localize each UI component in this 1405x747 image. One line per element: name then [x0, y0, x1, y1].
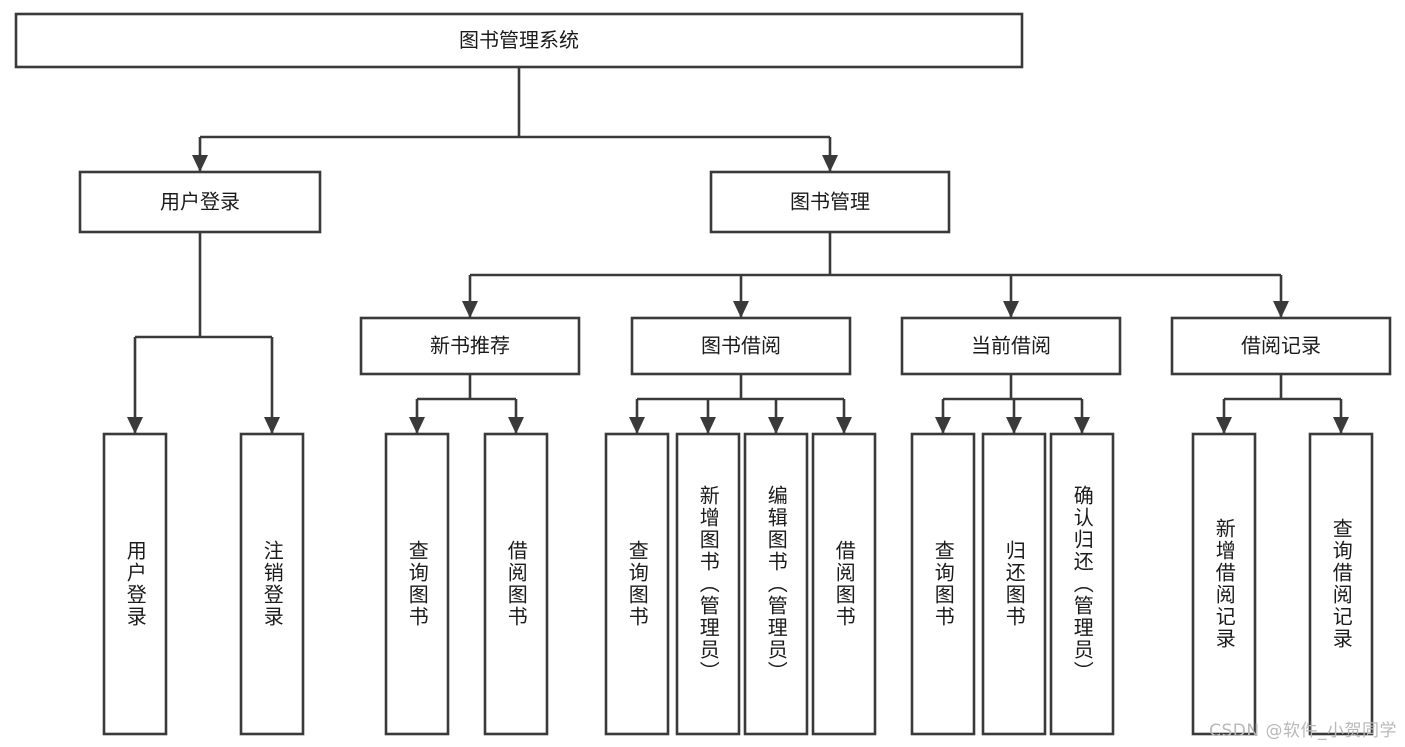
node-label-leaf-user-logout: 注销登录	[260, 540, 285, 628]
arrow-head-icon	[733, 301, 749, 318]
node-box-leaf-add-book[interactable]	[675, 432, 741, 736]
node-box-book-management[interactable]	[709, 170, 951, 234]
node-label-book-borrow: 图书借阅	[701, 334, 781, 358]
arrow-head-icon	[836, 417, 852, 434]
arrow-head-icon	[1074, 417, 1090, 434]
csdn-watermark: CSDN @软件_小贺同学	[1209, 721, 1397, 741]
arrow-head-icon	[1273, 301, 1289, 318]
node-box-leaf-borrow-book-1[interactable]	[483, 432, 549, 736]
node-box-leaf-user-login[interactable]	[102, 432, 168, 736]
arrow-head-icon	[935, 417, 951, 434]
arrow-head-icon	[127, 417, 143, 434]
arrow-head-icon	[462, 301, 478, 318]
node-label-leaf-confirm-return: 确认归还（管理员）	[1070, 485, 1095, 683]
node-label-leaf-user-login: 用户登录	[123, 540, 148, 628]
node-label-borrow-record: 借阅记录	[1241, 334, 1321, 358]
node-label-root: 图书管理系统	[459, 28, 579, 52]
node-label-leaf-query-book-1: 查询图书	[405, 540, 430, 628]
arrow-head-icon	[1006, 417, 1022, 434]
node-box-leaf-edit-book[interactable]	[743, 432, 809, 736]
boxes-layer	[14, 12, 1392, 736]
node-label-current-borrow: 当前借阅	[971, 334, 1051, 358]
arrow-head-icon	[508, 417, 524, 434]
arrow-head-icon	[700, 417, 716, 434]
node-box-leaf-borrow-book-2[interactable]	[811, 432, 877, 736]
arrow-head-icon	[264, 417, 280, 434]
node-label-leaf-edit-book: 编辑图书（管理员）	[764, 485, 789, 683]
node-box-leaf-query-borrow-record[interactable]	[1308, 432, 1374, 736]
node-box-leaf-query-book-2[interactable]	[604, 432, 670, 736]
node-label-leaf-add-book: 新增图书（管理员）	[696, 485, 721, 683]
node-label-new-book-recommend: 新书推荐	[430, 334, 510, 358]
arrow-head-icon	[1216, 417, 1232, 434]
node-box-leaf-query-book-3[interactable]	[910, 432, 976, 736]
node-label-user-login: 用户登录	[160, 190, 240, 214]
arrow-head-icon	[822, 155, 838, 172]
node-label-leaf-add-borrow-record: 新增借阅记录	[1212, 518, 1237, 650]
arrow-head-icon	[1333, 417, 1349, 434]
node-label-leaf-borrow-book-1: 借阅图书	[504, 540, 529, 628]
node-box-leaf-query-book-1[interactable]	[384, 432, 450, 736]
node-box-borrow-record[interactable]	[1170, 316, 1392, 376]
connectors-layer	[127, 67, 1349, 434]
node-label-leaf-return-book: 归还图书	[1002, 540, 1027, 628]
node-box-leaf-return-book[interactable]	[981, 432, 1047, 736]
node-box-user-login[interactable]	[78, 170, 322, 234]
node-label-leaf-query-book-2: 查询图书	[625, 540, 650, 628]
node-label-leaf-query-book-3: 查询图书	[931, 540, 956, 628]
node-box-leaf-user-logout[interactable]	[239, 432, 305, 736]
node-label-book-management: 图书管理	[790, 190, 870, 214]
node-box-root[interactable]	[14, 12, 1024, 69]
node-box-book-borrow[interactable]	[630, 316, 852, 376]
node-box-current-borrow[interactable]	[900, 316, 1122, 376]
node-label-leaf-query-borrow-record: 查询借阅记录	[1329, 518, 1354, 650]
arrow-head-icon	[768, 417, 784, 434]
arrow-head-icon	[1003, 301, 1019, 318]
arrow-head-icon	[409, 417, 425, 434]
node-box-leaf-confirm-return[interactable]	[1049, 432, 1115, 736]
node-label-leaf-borrow-book-2: 借阅图书	[832, 540, 857, 628]
arrow-head-icon	[192, 155, 208, 172]
node-box-new-book-recommend[interactable]	[359, 316, 581, 376]
node-box-leaf-add-borrow-record[interactable]	[1191, 432, 1257, 736]
arrow-head-icon	[629, 417, 645, 434]
